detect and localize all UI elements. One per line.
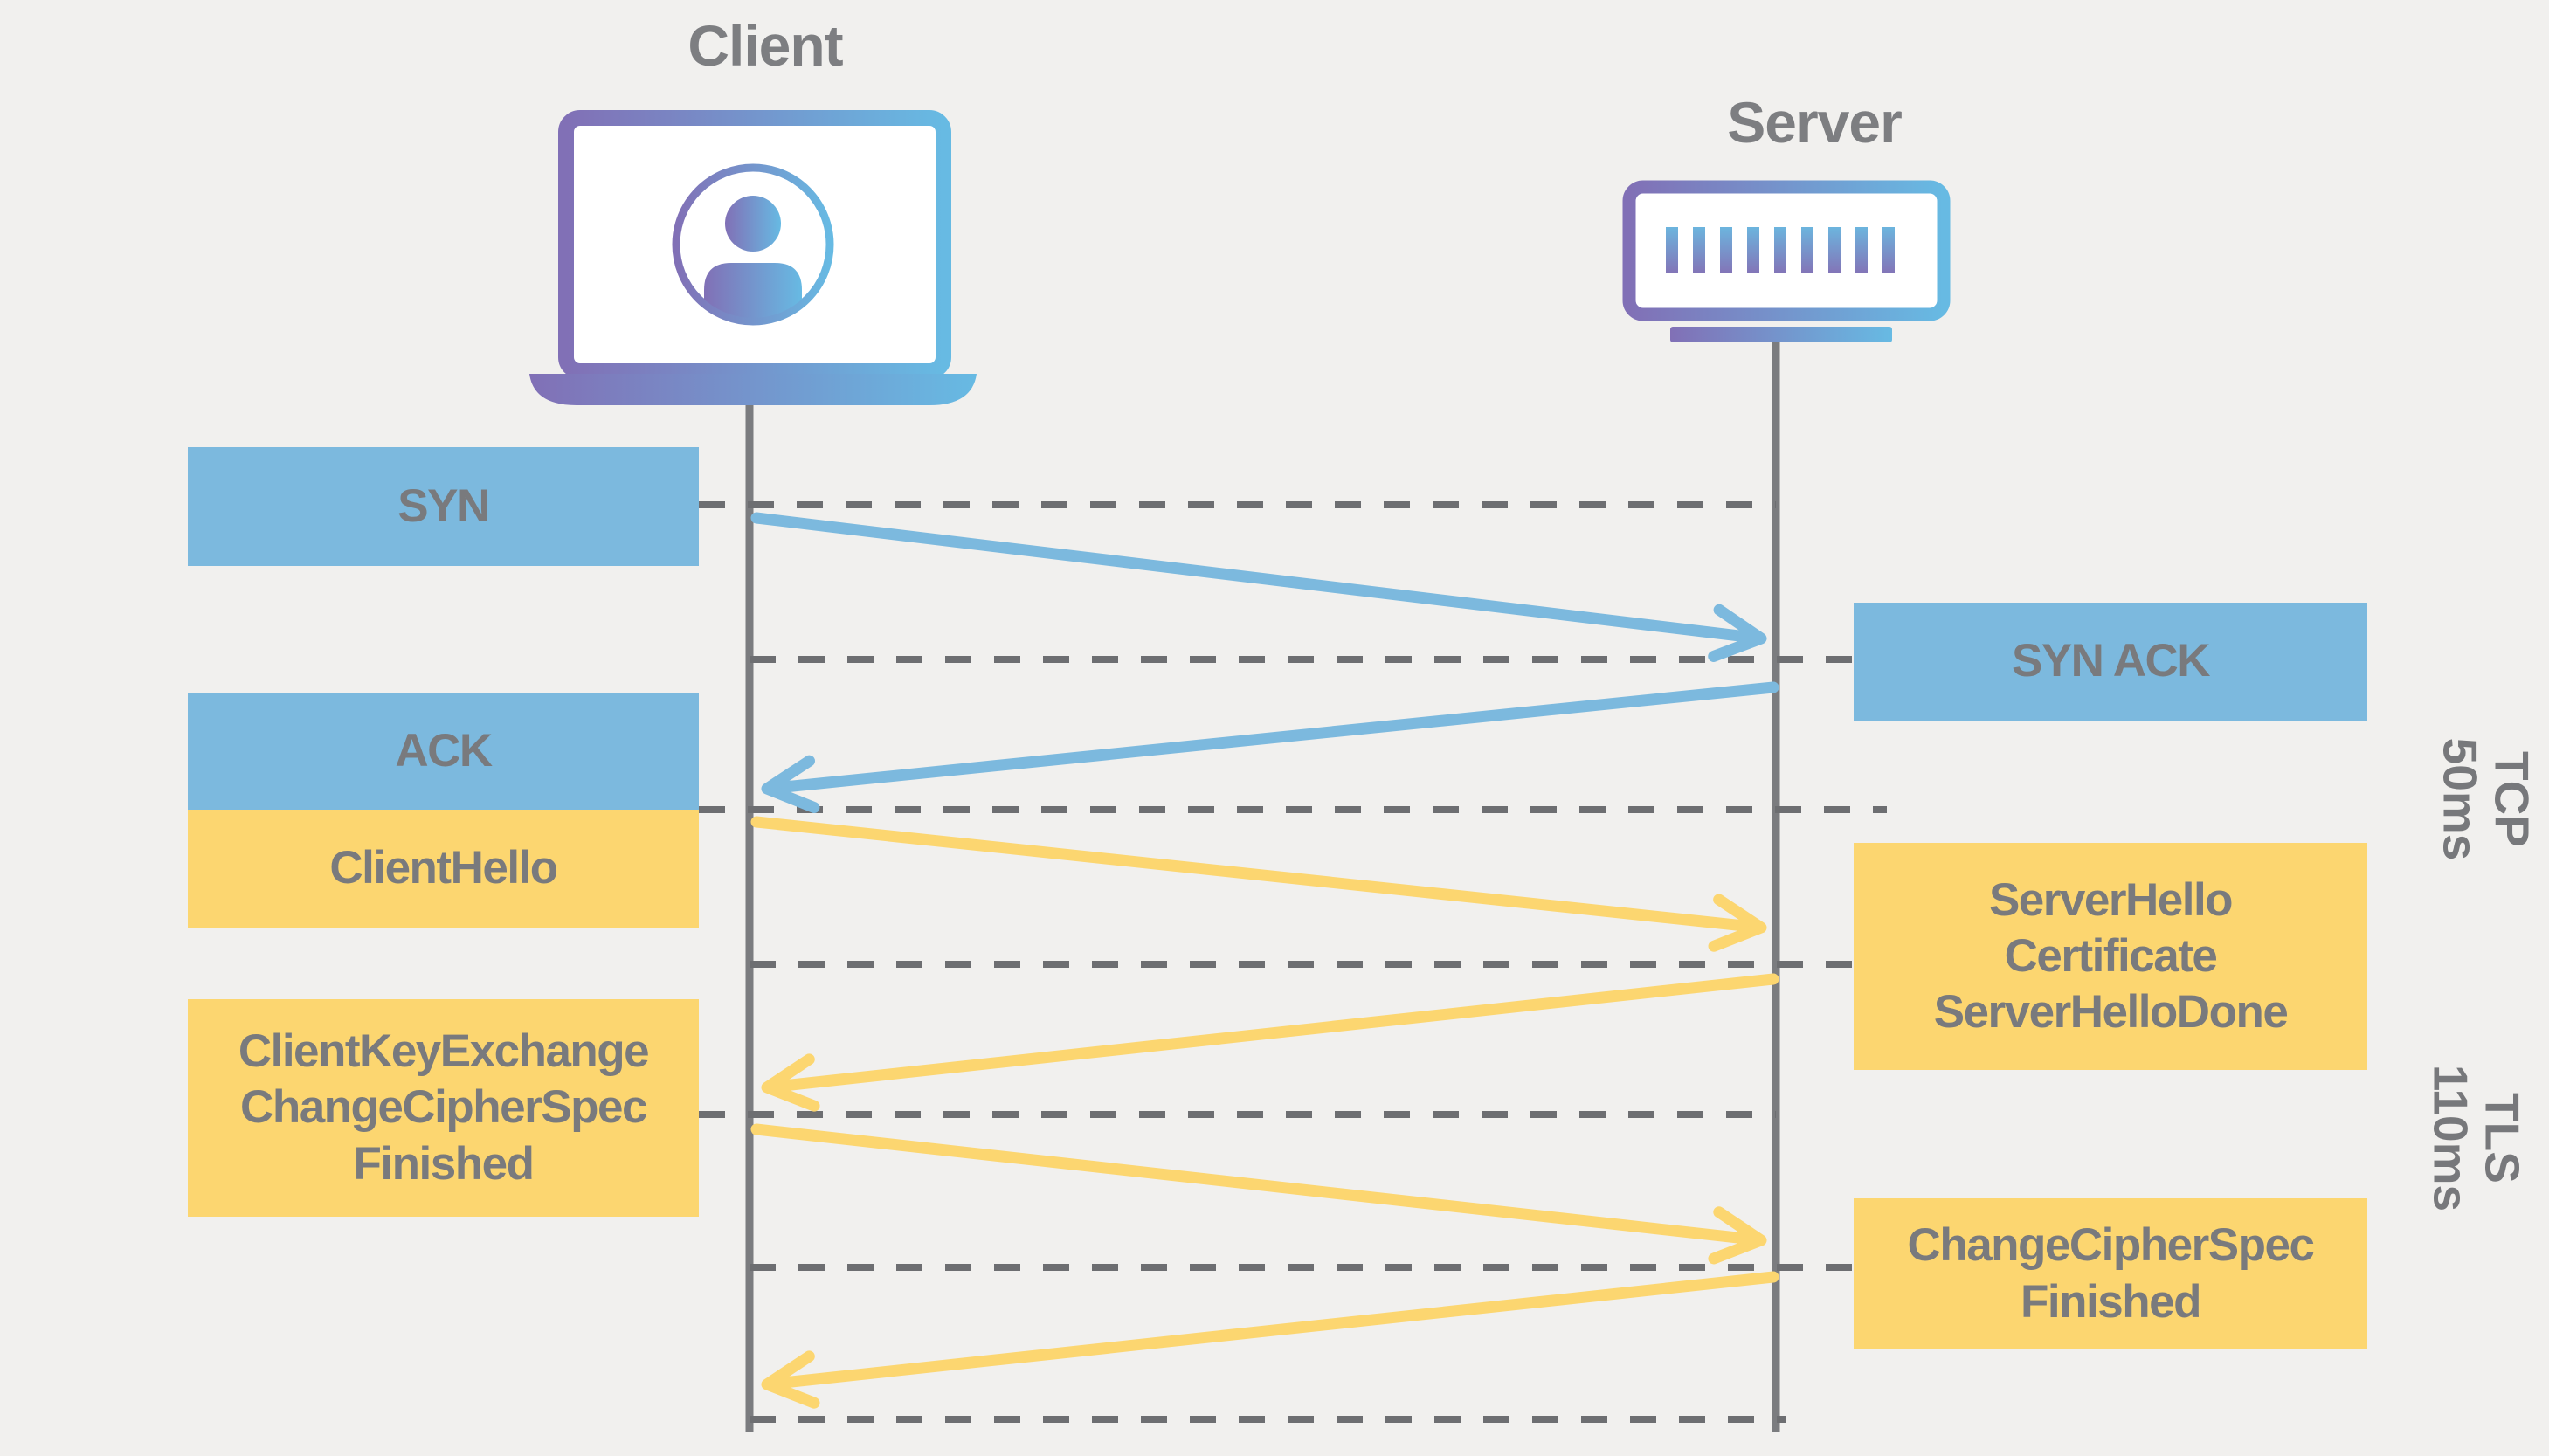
server-vent-bars <box>1666 227 1895 273</box>
server-rack-icon <box>1622 180 1951 342</box>
message-line: ClientHello <box>329 842 558 894</box>
timeline-dashed-rules <box>699 501 1887 1423</box>
message-line: ChangeCipherSpec <box>1907 1219 2315 1272</box>
message-line: Finished <box>2021 1275 2201 1328</box>
phase-label-tcp: TCP 50ms <box>2433 737 2539 861</box>
phase-protocol: TCP <box>2484 750 2539 847</box>
actor-title-server: Server <box>1727 90 1903 155</box>
phase-duration: 110ms <box>2423 1064 2477 1212</box>
message-box-ack: ACK <box>188 693 699 810</box>
arrowhead <box>1708 604 1767 662</box>
arrow-client-to-server-5 <box>750 1123 1767 1265</box>
actor-title-client: Client <box>687 13 843 78</box>
message-line: ClientKeyExchange <box>238 1025 650 1078</box>
message-line: ChangeCipherSpec <box>240 1081 647 1134</box>
lifelines <box>745 342 1780 1432</box>
arrow-server-to-client-4 <box>761 973 1779 1112</box>
message-box-syn: SYN <box>188 447 699 566</box>
phase-label-tls: TLS 110ms <box>2423 1064 2530 1212</box>
message-box-clienthello: ClientHello <box>188 810 699 928</box>
message-line: Certificate <box>2004 929 2218 982</box>
arrowhead <box>1708 1206 1767 1265</box>
arrow-client-to-server-3 <box>750 816 1767 952</box>
user-avatar-icon <box>704 196 802 318</box>
arrowhead <box>761 1350 820 1409</box>
message-line: ServerHelloDone <box>1933 986 2289 1039</box>
message-box-syn-ack: SYN ACK <box>1854 603 2367 721</box>
laptop-user-icon <box>529 110 977 405</box>
avatar-circle <box>672 163 834 326</box>
message-line: ACK <box>395 724 493 776</box>
laptop-base <box>529 374 977 405</box>
arrowhead <box>761 1053 820 1112</box>
arrow-server-to-client-6 <box>761 1271 1779 1409</box>
handshake-arrows <box>750 512 1779 1409</box>
message-line: Finished <box>353 1137 535 1190</box>
phase-protocol: TLS <box>2475 1093 2530 1183</box>
arrowhead <box>761 755 820 813</box>
message-line: ServerHello <box>1988 873 2234 926</box>
message-line: SYN ACK <box>2011 635 2211 687</box>
arrowhead <box>1708 894 1767 952</box>
phase-duration: 50ms <box>2433 737 2487 861</box>
message-line: SYN <box>397 480 490 532</box>
arrow-server-to-client-2 <box>761 681 1779 813</box>
server-base-bar <box>1670 327 1892 342</box>
arrow-client-to-server-1 <box>750 512 1767 662</box>
